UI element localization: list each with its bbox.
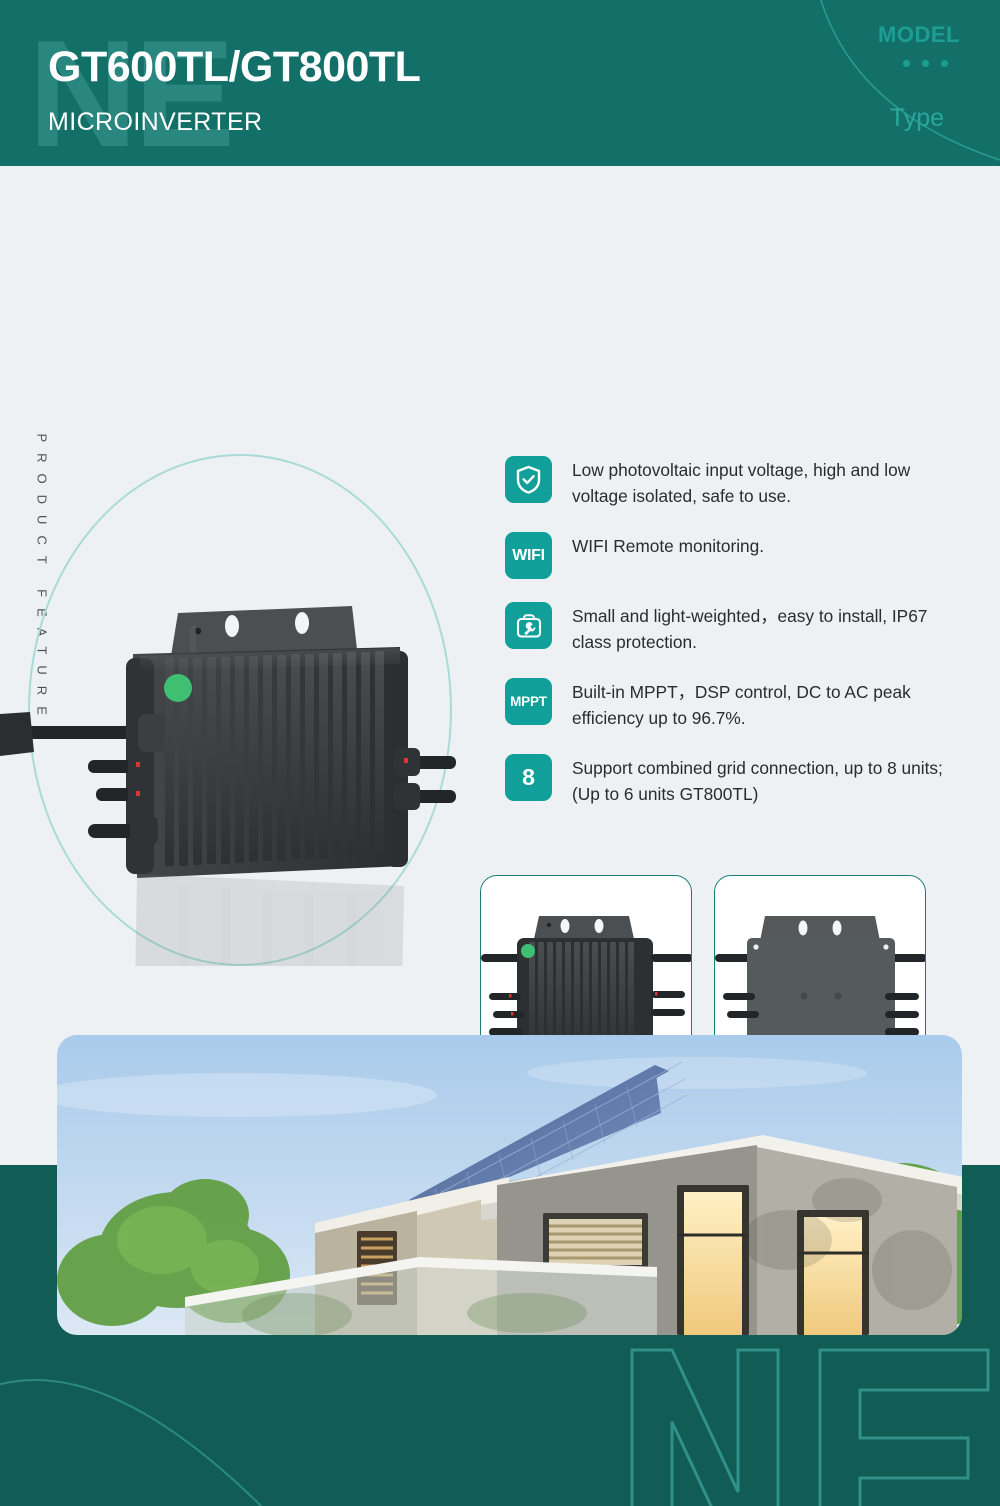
header-decorative-curve — [820, 0, 1000, 161]
toolbox-wrench-icon — [505, 602, 552, 649]
feature-text: Support combined grid connection, up to … — [572, 758, 943, 804]
feature-item: Low photovoltaic input voltage, high and… — [505, 456, 965, 509]
header-dots-decoration — [903, 60, 948, 67]
product-title: GT600TL/GT800TL — [48, 43, 421, 91]
feature-item: MPPT Built-in MPPT，DSP control, DC to AC… — [505, 678, 965, 731]
feature-text: Small and light-weighted，easy to install… — [572, 606, 928, 652]
feature-item: 8 Support combined grid connection, up t… — [505, 754, 965, 807]
header-watermark-logo: NE — [28, 9, 235, 166]
main-content: PRODUCT FEATURES — [0, 166, 1000, 1087]
mppt-icon: MPPT — [505, 678, 552, 725]
footer-decorative-curve — [0, 1379, 263, 1506]
feature-text: Built-in MPPT，DSP control, DC to AC peak… — [572, 682, 911, 728]
application-scene-photo — [57, 1035, 962, 1335]
decorative-circle — [28, 454, 452, 966]
type-label: Type — [889, 104, 944, 132]
dot-icon — [941, 60, 948, 67]
model-label: MODEL — [878, 22, 960, 47]
eight-units-icon: 8 — [505, 754, 552, 801]
hero-product-image — [0, 606, 456, 966]
feature-item: WIFI WIFI Remote monitoring. — [505, 532, 965, 579]
wifi-icon: WIFI — [505, 532, 552, 579]
feature-text: Low photovoltaic input voltage, high and… — [572, 460, 911, 506]
shield-check-icon — [505, 456, 552, 503]
dot-icon — [922, 60, 929, 67]
feature-item: Small and light-weighted，easy to install… — [505, 602, 965, 655]
dot-icon — [903, 60, 910, 67]
page-header: NE GT600TL/GT800TL MICROINVERTER MODEL T… — [0, 0, 1000, 166]
led-indicator — [164, 674, 192, 702]
product-subtitle: MICROINVERTER — [48, 108, 263, 136]
feature-list: Low photovoltaic input voltage, high and… — [505, 456, 965, 830]
footer-watermark-logo — [630, 1348, 990, 1506]
feature-text: WIFI Remote monitoring. — [572, 536, 765, 556]
